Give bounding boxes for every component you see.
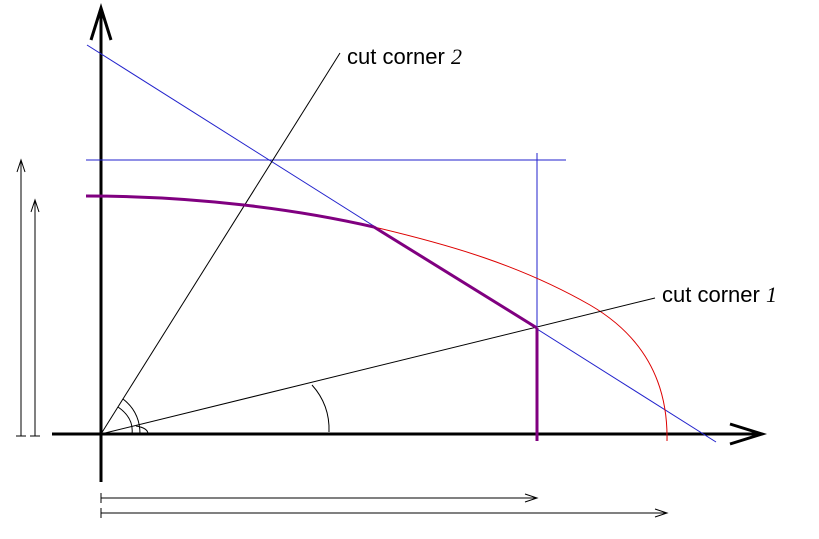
x-axis-arrowhead	[729, 422, 768, 446]
angle-arc-inner-2	[117, 406, 133, 435]
vertical-dimension-inner-head	[30, 198, 40, 213]
y-axis-arrowhead	[89, 2, 113, 41]
label-cut-corner-1: cut corner 1	[662, 282, 777, 307]
label-cut-corner-2-num: 2	[451, 44, 462, 69]
axes	[52, 2, 768, 482]
cut-profile	[85, 194, 539, 441]
rays	[100, 52, 656, 435]
profile-top-arc	[85, 194, 375, 229]
dimension-arrows	[16, 158, 669, 518]
label-cut-corner-2-text: cut corner	[347, 44, 451, 69]
angle-arc-small	[135, 425, 149, 435]
angle-arc-inner-1	[122, 398, 141, 435]
profile-diagonal	[373, 225, 538, 330]
vertical-dimension-outer-head	[16, 158, 26, 173]
horizontal-dimension-short-head	[524, 493, 539, 503]
ray-cut-corner-2	[100, 52, 341, 435]
ray-cut-corner-1	[100, 297, 656, 435]
label-cut-corner-1-num: 1	[766, 282, 777, 307]
horizontal-dimension-long-head	[654, 508, 669, 518]
label-cut-corner-2: cut corner 2	[347, 44, 462, 69]
label-cut-corner-1-text: cut corner	[662, 282, 766, 307]
angle-arc-large	[311, 384, 330, 433]
ellipse-arc	[373, 226, 668, 442]
